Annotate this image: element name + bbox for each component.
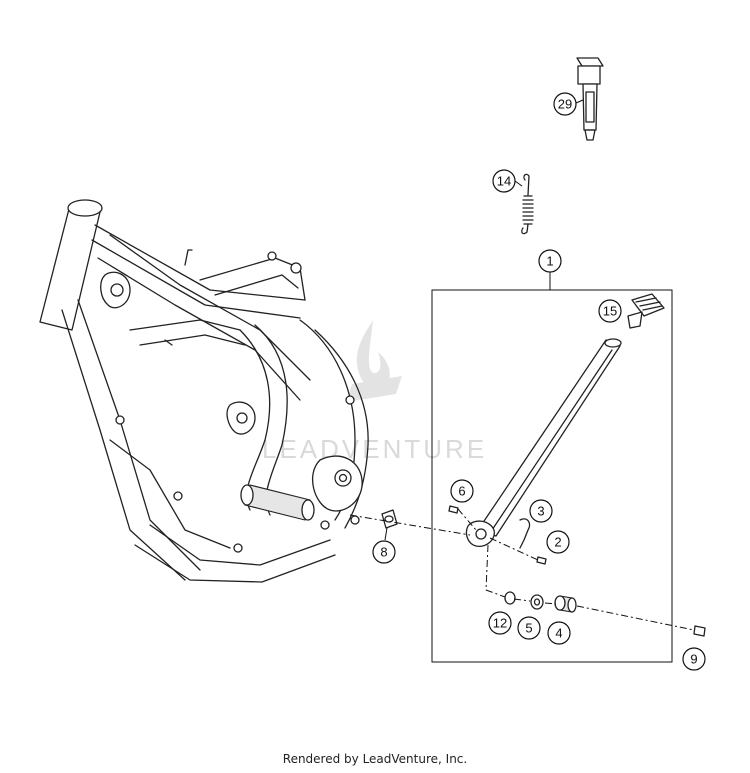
callout-4: 4 bbox=[547, 621, 571, 645]
part-8-nut bbox=[381, 509, 398, 529]
callout-5-label: 5 bbox=[525, 621, 532, 636]
washers-and-bushing bbox=[504, 591, 706, 637]
callout-9-label: 9 bbox=[690, 652, 697, 667]
assembly-lines bbox=[349, 508, 695, 631]
part-14-spring bbox=[521, 173, 534, 235]
watermark: LEADVENTURE bbox=[262, 320, 487, 464]
callout-15: 15 bbox=[598, 299, 622, 323]
callout-5: 5 bbox=[517, 616, 541, 640]
side-stand-illustration bbox=[465, 338, 622, 547]
callout-29-label: 29 bbox=[558, 97, 572, 112]
callout-4-label: 4 bbox=[555, 626, 562, 641]
watermark-text: LEADVENTURE bbox=[262, 434, 487, 464]
leader-lines bbox=[384, 99, 584, 541]
callout-12-label: 12 bbox=[493, 616, 507, 631]
callout-14: 14 bbox=[492, 169, 516, 193]
callout-1: 1 bbox=[538, 249, 562, 273]
callout-6: 6 bbox=[450, 479, 474, 503]
kit-box bbox=[431, 289, 673, 663]
callout-1-label: 1 bbox=[546, 254, 553, 269]
callout-8-label: 8 bbox=[380, 545, 387, 560]
footer-credit: Rendered by LeadVenture, Inc. bbox=[282, 752, 468, 766]
callout-6-label: 6 bbox=[458, 484, 465, 499]
callout-8: 8 bbox=[372, 540, 396, 564]
watermark-flame-icon bbox=[346, 320, 402, 402]
callout-29: 29 bbox=[553, 92, 577, 116]
callout-12: 12 bbox=[488, 611, 512, 635]
part-15-pad bbox=[627, 293, 665, 329]
callout-9: 9 bbox=[682, 647, 706, 671]
callout-14-label: 14 bbox=[497, 174, 511, 189]
callout-15-label: 15 bbox=[603, 304, 617, 319]
callout-2: 2 bbox=[546, 530, 570, 554]
small-hardware bbox=[448, 505, 547, 565]
callout-2-label: 2 bbox=[554, 535, 561, 550]
callout-3-label: 3 bbox=[537, 504, 544, 519]
callout-3: 3 bbox=[529, 499, 553, 523]
frame-illustration bbox=[39, 199, 369, 583]
part-29-illustration bbox=[576, 57, 604, 141]
